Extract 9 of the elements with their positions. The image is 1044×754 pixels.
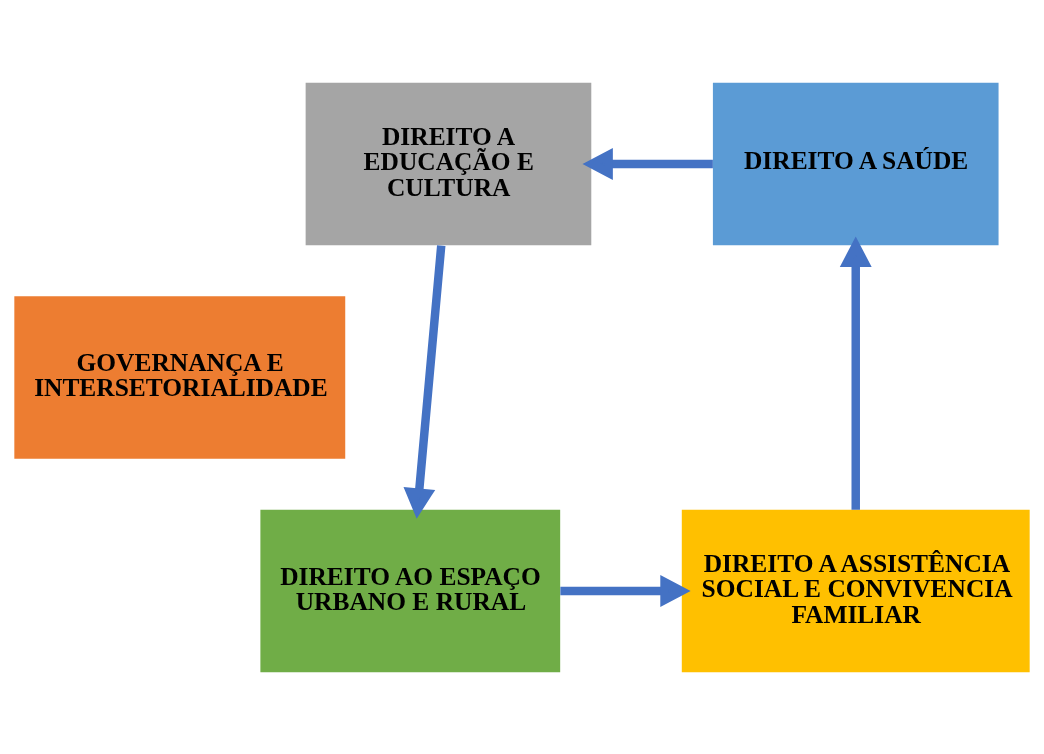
arrow bbox=[582, 147, 713, 180]
arrow bbox=[839, 236, 872, 510]
node-box: DIREITO A SAÚDE bbox=[712, 82, 999, 245]
node-box: GOVERNANÇA E INTERSETORIALIDADE bbox=[14, 295, 346, 459]
node-box: DIREITO AO ESPAÇO URBANO E RURAL bbox=[260, 509, 561, 672]
arrow bbox=[403, 244, 446, 519]
node-box: DIREITO A EDUCAÇÃO E CULTURA bbox=[305, 82, 592, 245]
arrow bbox=[560, 574, 691, 607]
node-box: DIREITO A ASSISTÊNCIA SOCIAL E CONVIVENCIA FAMILIAR bbox=[681, 509, 1030, 672]
